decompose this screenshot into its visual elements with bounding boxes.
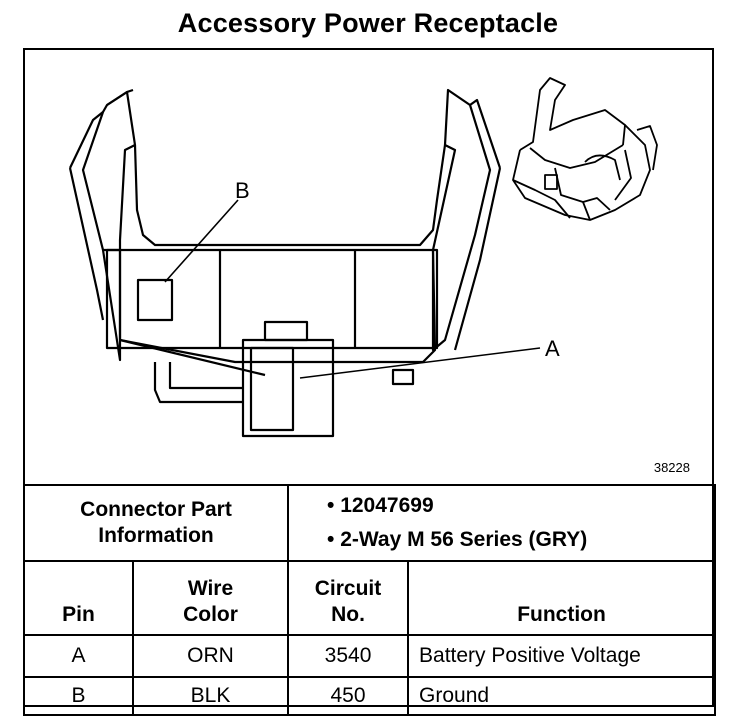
figure-number: 38228 — [653, 460, 690, 475]
connector-illustration: B A — [68, 77, 658, 438]
connector-body — [103, 248, 437, 364]
header-circuit: Circuit No. — [287, 560, 410, 636]
header-wire-color: Wire Color — [131, 560, 290, 636]
connector-part-number: • 12047699 — [327, 494, 434, 517]
connector-3d-sketch — [512, 77, 658, 221]
terminal-block — [241, 338, 335, 438]
header-circuit-text: Circuit No. — [314, 577, 382, 626]
header-pin: Pin — [23, 560, 134, 636]
diagram-frame: B A 38228 Connector Part Information • 1… — [22, 48, 717, 716]
table-header-row: Pin Wire Color Circuit No. Function — [23, 560, 717, 636]
connector-info-values: • 12047699 • 2-Way M 56 Series (GRY) — [287, 484, 717, 562]
callout-a-leader — [299, 347, 541, 379]
wire-color-cell: BLK — [131, 676, 290, 716]
function-cell: Battery Positive Voltage — [407, 634, 717, 678]
pin-b-cavity — [136, 278, 174, 322]
connector-series: • 2-Way M 56 Series (GRY) — [327, 528, 588, 551]
function-cell: Ground — [407, 676, 717, 716]
table-row: B BLK 450 Ground — [23, 676, 717, 716]
header-wire-color-text: Wire Color — [183, 577, 238, 626]
connector-info-row: Connector Part Information • 12047699 • … — [22, 484, 717, 562]
callout-a-label: A — [545, 336, 560, 361]
wire-color-cell: ORN — [131, 634, 290, 678]
pin-cell: A — [23, 634, 134, 678]
connector-info-label: Connector Part Information — [22, 484, 290, 562]
connector-left-arm — [81, 90, 137, 362]
callout-b-leader — [164, 199, 239, 283]
connector-right-arm — [431, 88, 492, 352]
pin-cell: B — [23, 676, 134, 716]
table-row: A ORN 3540 Battery Positive Voltage — [23, 634, 717, 678]
circuit-cell: 450 — [287, 676, 410, 716]
circuit-cell: 3540 — [287, 634, 410, 678]
header-function: Function — [407, 560, 717, 636]
callout-b-label: B — [235, 178, 250, 203]
diagram-title: Accessory Power Receptacle — [177, 8, 559, 38]
connector-table: Connector Part Information • 12047699 • … — [22, 484, 717, 716]
